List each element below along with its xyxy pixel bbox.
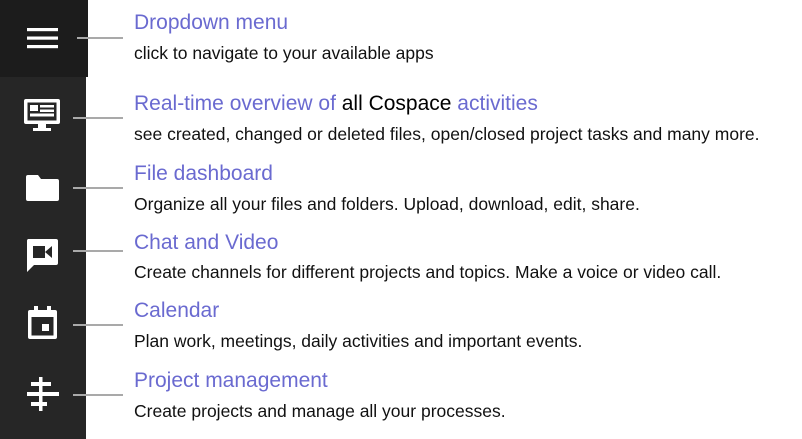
connector-line (77, 37, 123, 39)
dashboard-monitor-icon[interactable] (24, 99, 60, 131)
feature-title-emphasis: all Cospace (341, 92, 452, 115)
video-chat-icon[interactable] (26, 239, 58, 272)
connector-line (73, 250, 123, 252)
feature-title-text: File dashboard (134, 162, 273, 185)
feature-title-dropdown-menu: Dropdown menu (134, 11, 288, 35)
folder-icon[interactable] (26, 175, 59, 201)
app-sidebar (0, 0, 88, 439)
feature-title-text: Calendar (134, 299, 220, 322)
feature-description-overview: see created, changed or deleted files, o… (134, 124, 760, 144)
connector-line (73, 187, 123, 189)
feature-description-calendar: Plan work, meetings, daily activities an… (134, 331, 583, 351)
feature-description-file-dashboard: Organize all your files and folders. Upl… (134, 194, 640, 214)
connector-line (73, 394, 123, 396)
feature-title-overview: Real-time overview of all Cospace activi… (134, 92, 538, 116)
feature-title-text: Real-time overview of (134, 92, 342, 115)
feature-title-text: Chat and Video (134, 231, 279, 254)
feature-title-text: activities (451, 92, 538, 115)
feature-title-calendar: Calendar (134, 299, 219, 323)
feature-title-text: Dropdown menu (134, 11, 289, 34)
calendar-icon[interactable] (28, 306, 57, 339)
feature-description-chat-video: Create channels for different projects a… (134, 262, 722, 282)
feature-title-text: Project management (134, 369, 328, 392)
feature-title-file-dashboard: File dashboard (134, 162, 273, 186)
hamburger-menu-icon[interactable] (27, 26, 58, 50)
project-timeline-icon[interactable] (27, 377, 59, 411)
feature-title-project-management: Project management (134, 369, 328, 393)
feature-description-dropdown-menu: click to navigate to your available apps (134, 43, 434, 63)
feature-description-project-management: Create projects and manage all your proc… (134, 401, 506, 421)
feature-title-chat-video: Chat and Video (134, 231, 278, 255)
connector-line (73, 117, 123, 119)
connector-line (73, 324, 123, 326)
